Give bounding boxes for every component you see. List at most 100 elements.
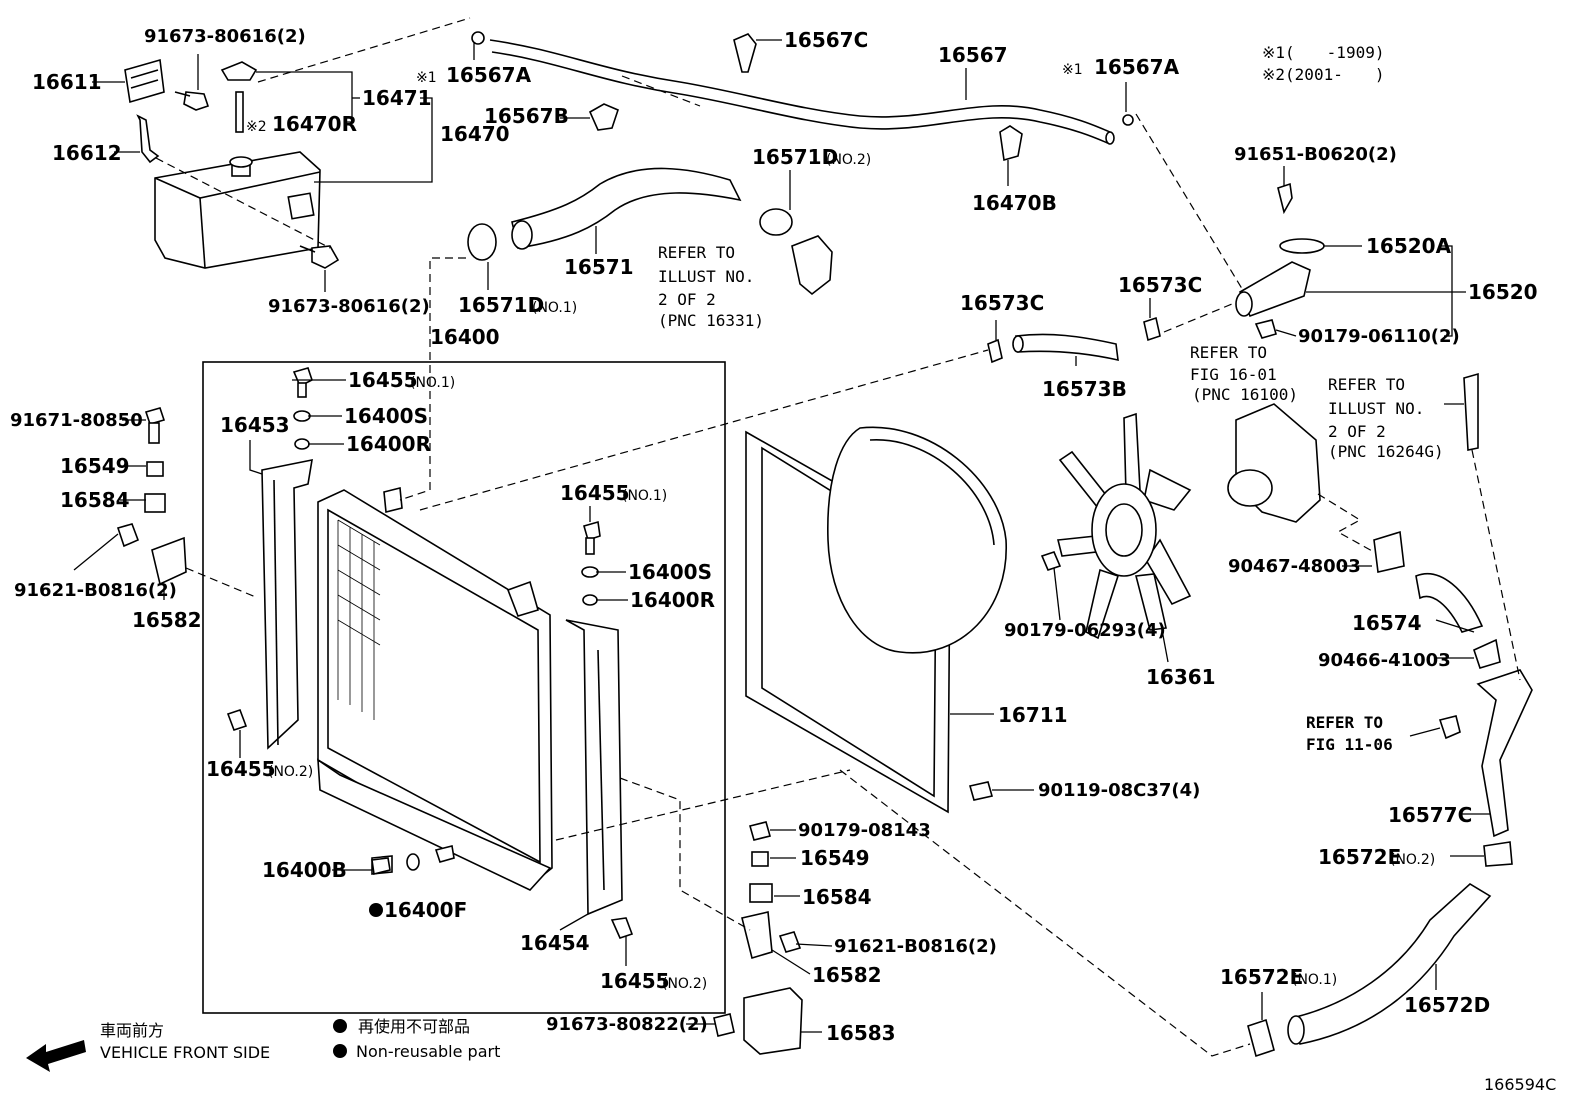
label-91673-80616-top: 91673-80616(2) [144,26,306,47]
label-16711: 16711 [998,703,1068,727]
qual-16455-no1-mid: (NO.1) [622,488,667,504]
ref-16331-line2: ILLUST NO. [658,267,754,286]
note-1: ※1( -1909) [1262,43,1384,62]
note-2: ※2(2001- ) [1262,65,1384,84]
ref-16264G-line1: REFER TO [1328,375,1405,394]
label-16582-bottom: 16582 [812,963,882,987]
diagram-code: 166594C [1484,1075,1556,1094]
ref-1106-line1: REFER TO [1306,713,1383,732]
qual-16455-no2-bottom: (NO.2) [662,976,707,992]
label-16470: 16470 [440,122,510,146]
qual-16571D-no2: (NO.2) [826,152,871,168]
label-90466-41003: 90466-41003 [1318,650,1451,671]
label-16567: 16567 [938,43,1008,67]
ref-16100-line3: (PNC 16100) [1192,385,1298,404]
label-16567C: 16567C [784,28,868,52]
ref-16264G-line2: ILLUST NO. [1328,399,1424,418]
label-16567B: 16567B [484,104,569,128]
ref-16331-line3: 2 OF 2 [658,290,716,309]
label-90179-08143: 90179-08143 [798,820,931,841]
label-16583: 16583 [826,1021,896,1045]
label-16574: 16574 [1352,611,1422,635]
qual-16455-no2-left: (NO.2) [268,764,313,780]
vehicle-front-jp: 車両前方 [100,1021,164,1040]
label-16571D-no2: 16571D [752,145,838,169]
label-91621-B0816-bottom: 91621-B0816(2) [834,936,997,957]
label-16572E-no2: 16572E [1318,845,1401,869]
ref-16264G-line3: 2 OF 2 [1328,422,1386,441]
fastener-drawings [116,182,1293,1055]
nonreusable-dot-icon [333,1019,347,1033]
qual-16572E-no1: (NO.1) [1292,972,1337,988]
vehicle-front-arrow-icon [26,1040,86,1072]
overflow-hose-drawing [471,31,1134,162]
ref-16331-line4: (PNC 16331) [658,311,764,330]
reserve-tank-drawing [124,58,340,269]
label-16520: 16520 [1468,280,1538,304]
label-90119-08C37: 90119-08C37(4) [1038,780,1200,801]
label-16453: 16453 [220,413,290,437]
label-91621-B0816-left: 91621-B0816(2) [14,580,177,601]
label-91673-80616-bottom: 91673-80616(2) [268,296,430,317]
vehicle-front-en: VEHICLE FRONT SIDE [100,1043,270,1062]
label-16400S-mid: 16400S [628,560,712,584]
upper-hose-drawing [467,167,833,296]
label-16549-left: 16549 [60,454,130,478]
fan-shroud-drawing [745,426,1007,814]
part-number-labels: 16611 91673-80616(2) 16612 16471 ※2 1647… [10,26,1538,1045]
label-16573C-left: 16573C [960,291,1044,315]
label-16455-no1-mid: 16455 [560,481,630,505]
label-16455-no2-left: 16455 [206,757,276,781]
label-16361: 16361 [1146,665,1216,689]
radiator-assembly-frame [202,361,726,1014]
label-16573B: 16573B [1042,377,1127,401]
label-16584-bottom: 16584 [802,885,872,909]
note-marker-2: ※2 [246,119,267,135]
label-16400B: 16400B [262,858,347,882]
label-90467-48003: 90467-48003 [1228,556,1361,577]
legend: 車両前方 VEHICLE FRONT SIDE 再使用不可部品 Non-reus… [26,1017,1556,1094]
label-16571D-no1: 16571D [458,293,544,317]
label-16400F: 16400F [384,898,467,922]
label-90179-06293: 90179-06293(4) [1004,620,1166,641]
radiator-side-brackets-drawing [151,458,623,916]
leader-lines [73,39,1490,1033]
label-91651-B0620: 91651-B0620(2) [1234,144,1397,165]
label-90179-06110: 90179-06110(2) [1298,326,1460,347]
label-16455-no2-bottom: 16455 [600,969,670,993]
label-16572E-no1: 16572E [1220,965,1303,989]
label-16611: 16611 [32,70,102,94]
nonreusable-jp: 再使用不可部品 [358,1017,470,1036]
label-16455-no1-top: 16455 [348,368,418,392]
cooling-fan-drawing [1057,412,1192,640]
label-16573C-right: 16573C [1118,273,1202,297]
label-16577C: 16577C [1388,803,1472,827]
label-16582-left: 16582 [132,608,202,632]
label-16584-left: 16584 [60,488,130,512]
label-16400: 16400 [430,325,500,349]
ref-16264G-line4: (PNC 16264G) [1328,442,1444,461]
label-16520A: 16520A [1366,234,1452,258]
bypass-and-lower-hoses-drawing [987,238,1533,1058]
label-16571: 16571 [564,255,634,279]
label-16400R-top: 16400R [346,432,431,456]
label-16572D: 16572D [1404,993,1490,1017]
dashed-relation-lines [155,17,1521,1057]
qual-16571D-no1: (NO.1) [532,300,577,316]
label-16470B: 16470B [972,191,1057,215]
label-16567A-right: 16567A [1094,55,1180,79]
qual-16455-no1-top: (NO.1) [410,375,455,391]
ref-1106-line2: FIG 11-06 [1306,735,1393,754]
ref-16100-line2: FIG 16-01 [1190,365,1277,384]
label-16612: 16612 [52,141,122,165]
note-marker-1b: ※1 [1062,62,1083,78]
label-91673-80822: 91673-80822(2) [546,1014,708,1035]
label-91671-80850: 91671-80850 [10,410,143,431]
nonreusable-dot-icon-2 [333,1044,347,1058]
label-16470R: 16470R [272,112,357,136]
radiator-core-drawing [317,486,553,891]
note-marker-1a: ※1 [416,70,437,86]
ref-16331-line1: REFER TO [658,243,735,262]
label-16454: 16454 [520,931,590,955]
